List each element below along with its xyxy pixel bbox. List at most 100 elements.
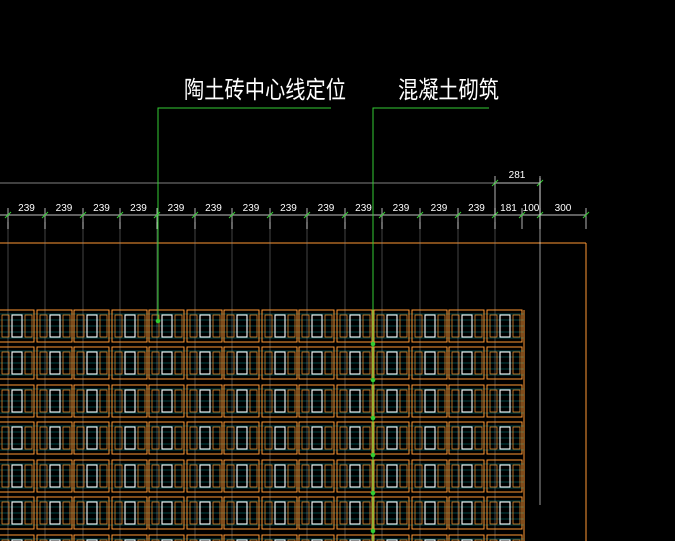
brick-cell [212,314,221,338]
brick-slot [461,464,473,488]
brick-cell [301,351,310,375]
brick-slot [124,426,136,450]
brick-cell [399,539,408,541]
dimension-slash [4,211,12,219]
brick-cell [437,389,446,413]
brick [448,384,485,418]
brick-slot [199,426,211,450]
brick [73,421,110,455]
brick-cell [324,501,333,525]
brick-cell [137,464,146,488]
brick [373,496,410,530]
brick [186,384,223,418]
brick [0,459,35,493]
brick-slot [424,501,436,525]
brick-cell [189,389,198,413]
brick-cell [1,351,10,375]
brick [73,346,110,380]
brick-cell [437,314,446,338]
brick-slot [386,426,398,450]
brick-cell [376,501,385,525]
brick [373,534,410,541]
brick-cell [399,501,408,525]
brick-cell [287,351,296,375]
brick [336,459,373,493]
brick-slot [236,501,248,525]
brick-cell [99,314,108,338]
brick-slot [49,539,61,541]
brick-cell [114,426,123,450]
brick-cell [24,389,33,413]
brick-cell [474,539,483,541]
brick-slot [11,501,23,525]
brick-slot [49,314,61,338]
brick-slot [424,464,436,488]
brick [186,496,223,530]
brick [148,346,185,380]
brick-cell [437,501,446,525]
brick-slot [124,501,136,525]
brick-cell [264,351,273,375]
brick-cell [189,464,198,488]
brick-cell [212,464,221,488]
brick-cell [362,501,371,525]
brick-cell [362,539,371,541]
brick [448,421,485,455]
brick-slot [386,501,398,525]
brick-cell [376,314,385,338]
brick-cell [39,501,48,525]
brick-cell [489,389,498,413]
brick-cell [399,351,408,375]
leader-dot [370,490,376,496]
brick-cell [249,539,258,541]
brick-slot [424,426,436,450]
brick [148,534,185,541]
brick-cell [99,389,108,413]
brick [148,459,185,493]
brick-cell [151,426,160,450]
brick-slot [424,539,436,541]
brick [298,496,335,530]
dimension-value: 239 [93,203,110,214]
brick-slot [349,314,361,338]
brick [111,459,148,493]
brick-slot [86,389,98,413]
dimension-value: 239 [130,203,147,214]
brick-slot [274,389,286,413]
brick-slot [499,314,511,338]
label-concrete-masonry: 混凝土砌筑 [398,76,499,104]
brick-slot [424,351,436,375]
brick [223,459,260,493]
brick-slot [124,314,136,338]
brick-cell [1,426,10,450]
brick-cell [39,426,48,450]
brick-cell [264,464,273,488]
brick [36,309,73,343]
brick-cell [512,351,521,375]
brick [373,384,410,418]
brick-slot [236,314,248,338]
brick-cell [264,539,273,541]
brick-slot [311,351,323,375]
brick-cell [212,539,221,541]
brick-cell [151,351,160,375]
brick-slot [199,501,211,525]
brick [223,496,260,530]
brick-slot [274,314,286,338]
brick [186,421,223,455]
brick-cell [414,314,423,338]
brick-cell [324,539,333,541]
brick-cell [114,539,123,541]
brick-cell [362,389,371,413]
brick-slot [86,464,98,488]
brick-cell [174,426,183,450]
brick-slot [86,539,98,541]
brick-slot [86,426,98,450]
brick-cell [414,426,423,450]
brick-cell [437,464,446,488]
brick-slot [461,426,473,450]
brick [148,384,185,418]
brick [486,496,523,530]
brick-cell [339,539,348,541]
brick-cell [324,389,333,413]
